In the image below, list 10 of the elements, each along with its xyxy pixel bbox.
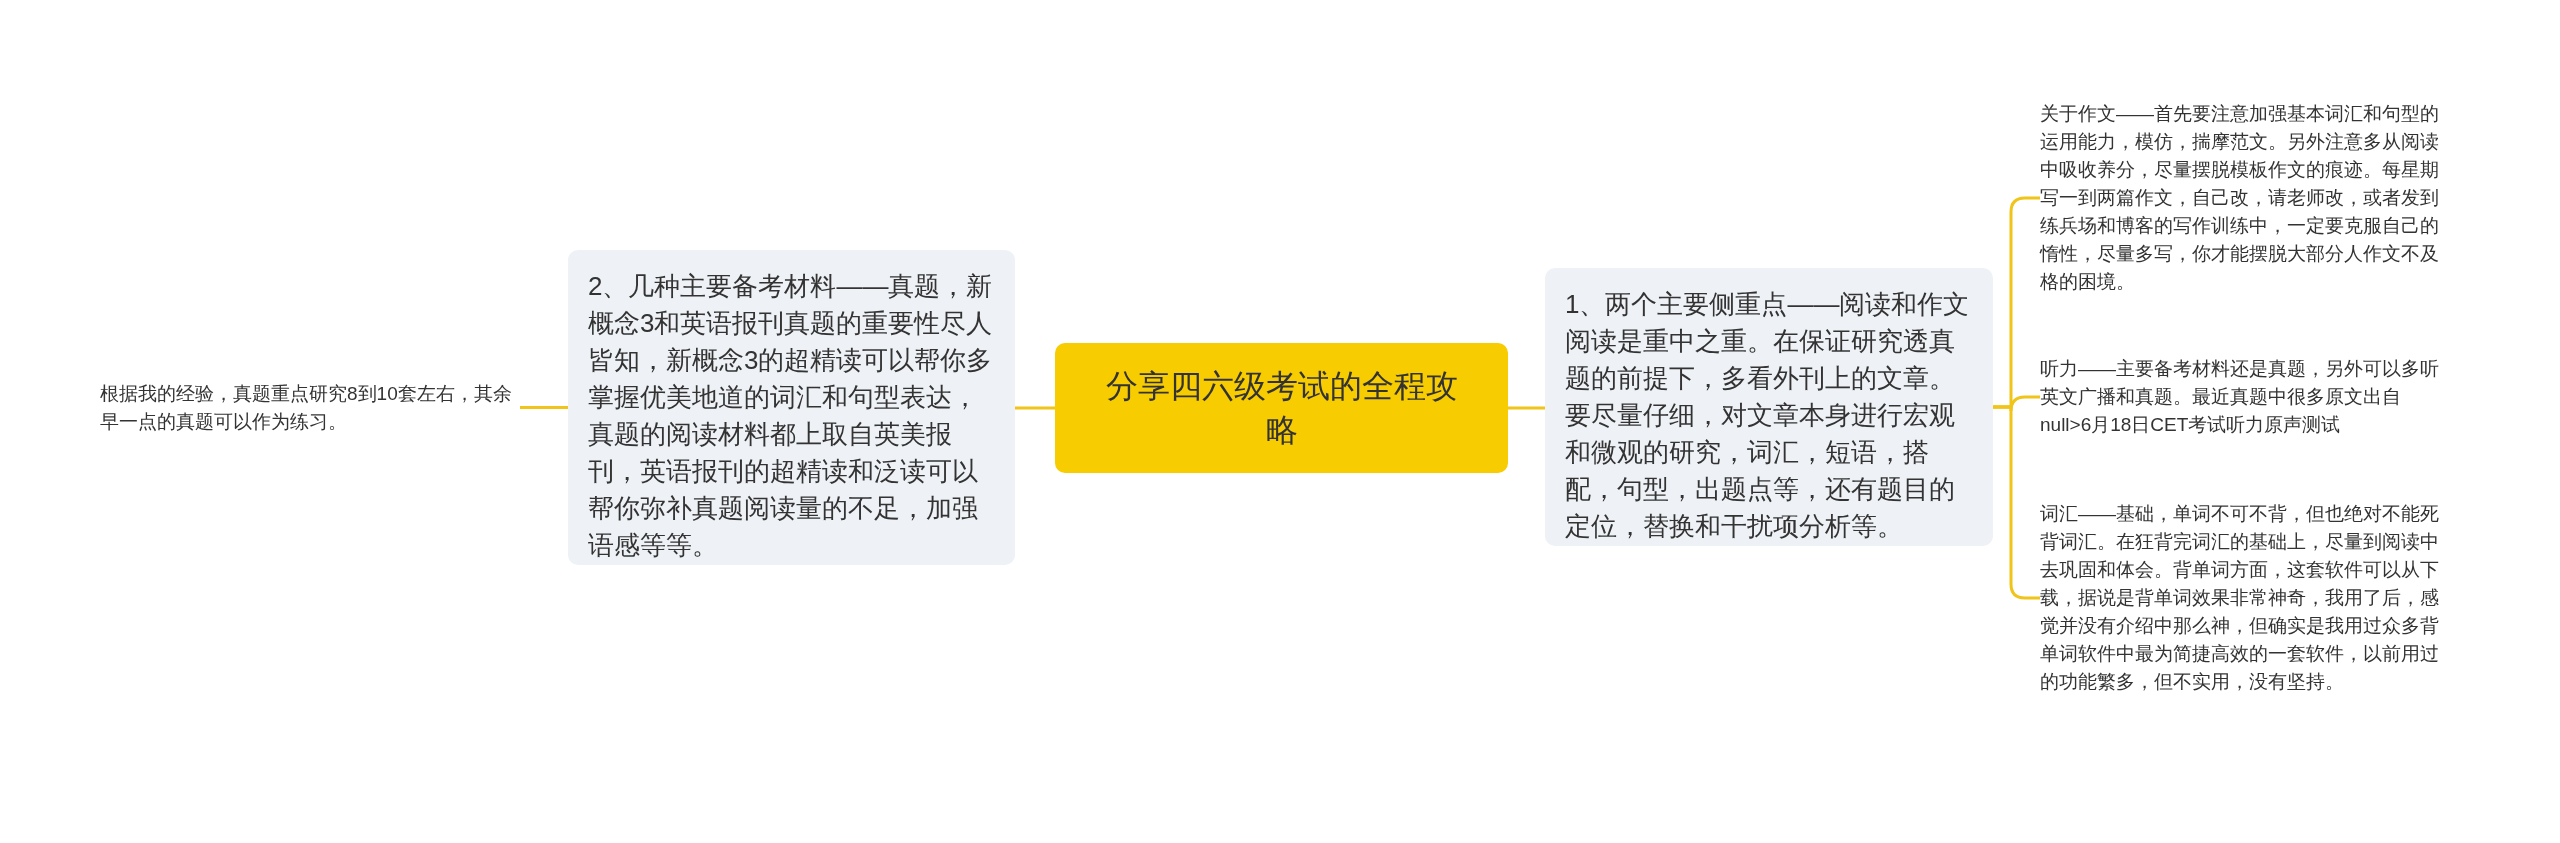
topic-box: 分享四六级考试的全程攻略 xyxy=(1055,343,1508,473)
connector-line xyxy=(1508,406,1545,410)
topic-box: 2、几种主要备考材料——真题，新概念3和英语报刊真题的重要性尽人皆知，新概念3的超精读可以帮你多掌握优美地道的词汇和句型表达，真题的阅读材料都上取自英美报刊，英语报刊的超精读和泛读可以帮你弥补真题阅读量的不足，加强语感等等。 xyxy=(568,250,1015,565)
note-text: 听力——主要备考材料还是真题，另外可以多听英文广播和真题。最近真题中很多原文出自null>6月18日CET考试听力原声测试 xyxy=(2040,355,2440,439)
note-text: 根据我的经验，真题重点研究8到10套左右，其余早一点的真题可以作为练习。 xyxy=(100,380,520,436)
connector-line xyxy=(520,406,568,409)
connector-line xyxy=(1015,406,1055,410)
note-text: 词汇——基础，单词不可不背，但也绝对不能死背词汇。在狂背完词汇的基础上，尽量到阅读中去巩固和体会。背单词方面，这套软件可以从下载，据说是背单词效果非常神奇，我用了后，感觉并没有介绍中那么神，但确实是我用过众多背单词软件中最为简捷高效的一套软件，以前用过的功能繁多，但不实用，没有坚持。 xyxy=(2040,500,2440,696)
topic-box: 1、两个主要侧重点——阅读和作文阅读是重中之重。在保证研究透真题的前提下，多看外刊上的文章。要尽量仔细，对文章本身进行宏观和微观的研究，词汇，短语，搭配，句型，出题点等，还有题目的定位，替换和干扰项分析等。 xyxy=(1545,268,1993,546)
note-text: 关于作文——首先要注意加强基本词汇和句型的运用能力，模仿，揣摩范文。另外注意多从阅读中吸收养分，尽量摆脱模板作文的痕迹。每星期写一到两篇作文，自己改，请老师改，或者发到练兵场和博客的写作训练中，一定要克服自己的惰性，尽量多写，你才能摆脱大部分人作文不及格的困境。 xyxy=(2040,100,2440,296)
